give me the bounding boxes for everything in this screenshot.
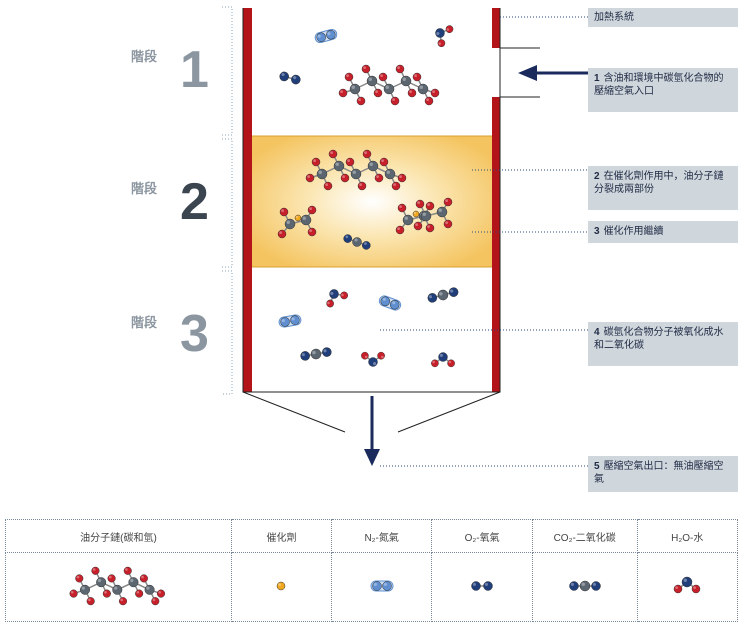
stage-2-label: 階段 — [131, 181, 158, 196]
nitrogen-molecule-icon — [370, 580, 394, 591]
hydrocarbon-chain — [338, 64, 440, 106]
legend-header-co2: CO₂-二氧化碳 — [531, 519, 638, 553]
leader-lines — [380, 16, 588, 467]
callout-number: 1 — [594, 73, 600, 84]
hydrocarbon-chain — [70, 566, 166, 605]
heater-right-top — [492, 8, 500, 48]
stage-2-number: 2 — [180, 173, 209, 231]
catalyst-particle — [277, 581, 286, 590]
carbon-dioxide-molecule-icon — [568, 580, 601, 591]
stage-3-label: 階段 — [131, 315, 158, 330]
heater-right-bottom — [492, 97, 500, 392]
legend-cell-co2 — [531, 552, 638, 622]
nitrogen-molecule — [314, 28, 338, 44]
legend-cell-hydrocarbon — [5, 552, 232, 622]
callout-text: 壓縮空氣出口：無油壓縮空氣 — [594, 461, 724, 485]
callout-number: 3 — [594, 226, 600, 237]
water-molecule — [431, 352, 455, 368]
inlet-arrow — [518, 65, 588, 81]
legend-cell-nitrogen — [330, 552, 433, 622]
water-molecule — [326, 289, 348, 308]
legend-header-hydrocarbon: 油分子鏈(碳和氫) — [5, 519, 232, 553]
legend-cell-oxygen — [431, 552, 533, 622]
co2-molecule — [427, 287, 459, 303]
heater-left — [243, 8, 252, 392]
nitrogen-molecule — [278, 314, 302, 328]
oxygen-molecule — [279, 71, 301, 85]
stage-1-label: 階段 — [131, 49, 158, 64]
callout-text: 催化作用繼續 — [603, 226, 664, 237]
water-molecule-icon — [674, 576, 701, 593]
callout-number: 5 — [594, 461, 600, 472]
water-molecule — [361, 351, 385, 367]
catalyst-icon — [277, 581, 286, 590]
callout-heating-system: 加熱系統 — [588, 8, 738, 27]
legend-cell-catalyst — [230, 552, 332, 622]
nitrogen-molecule — [370, 580, 394, 591]
callout-number: 2 — [594, 171, 600, 182]
nitrogen-molecule — [378, 295, 402, 311]
molecules — [277, 25, 459, 368]
oxygen-molecule-icon — [471, 580, 493, 591]
hydrocarbon-chain-icon — [70, 566, 166, 605]
oxygen-molecule — [471, 580, 493, 591]
co2-molecule — [568, 580, 601, 591]
callout-text: 在催化劑作用中，油分子鏈分裂成兩部份 — [594, 171, 724, 195]
chain-fragment — [277, 205, 317, 239]
co2-molecule — [300, 347, 332, 361]
legend-header-nitrogen: N₂-氮氣 — [330, 519, 433, 553]
stage-brackets — [222, 6, 233, 395]
legend-header-catalyst: 催化劑 — [230, 519, 332, 553]
water-molecule — [674, 576, 701, 593]
legend-header-water: H₂O-水 — [636, 519, 739, 553]
hydrocarbon-chain — [305, 149, 407, 191]
catalyst-zone — [252, 136, 492, 267]
callout-text: 含油和環境中碳氫化合物的壓縮空氣入口 — [594, 73, 724, 97]
callout-text: 碳氫化合物分子被氧化成水和二氧化碳 — [594, 327, 724, 351]
stage-3-number: 3 — [180, 305, 209, 363]
callout-number: 4 — [594, 327, 600, 338]
outlet-arrow — [364, 396, 380, 466]
legend-header-oxygen: O₂-氧氣 — [431, 519, 533, 553]
chain-fragment — [395, 201, 435, 235]
chain-fragment — [413, 197, 453, 231]
water-molecule — [435, 25, 454, 47]
legend-cell-water — [636, 552, 739, 622]
callout-text: 加熱系統 — [594, 12, 634, 23]
legend-table: 油分子鏈(碳和氫) 催化劑 N₂-氮氣 O₂-氧氣 CO₂-二氧化碳 H₂O-水 — [5, 519, 739, 622]
stage-1-number: 1 — [180, 41, 209, 99]
co2-molecule — [343, 234, 371, 250]
